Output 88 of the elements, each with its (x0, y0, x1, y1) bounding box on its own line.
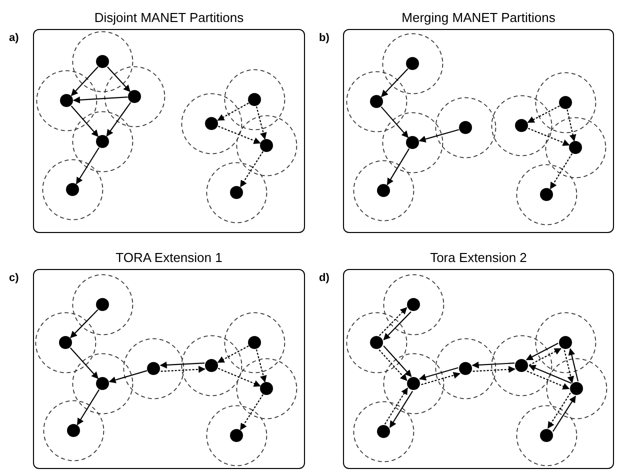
arrow (108, 370, 148, 384)
network-node (459, 121, 472, 134)
network-node (60, 94, 74, 108)
arrow (472, 362, 515, 368)
network-node (260, 382, 274, 396)
network-node (205, 359, 218, 372)
network-node (230, 186, 244, 200)
arrow (383, 346, 412, 378)
panel-letter: b) (319, 32, 330, 44)
arrow (383, 311, 412, 340)
arrow (217, 102, 249, 121)
network-node (96, 135, 110, 148)
arrow (106, 102, 132, 137)
network-node (260, 139, 274, 152)
panel-letter: d) (319, 272, 330, 284)
arrow (76, 147, 100, 184)
network-node (96, 298, 110, 312)
network-node (540, 429, 554, 442)
panel-letter: c) (9, 272, 19, 284)
network-node (569, 141, 582, 154)
arrow (378, 350, 408, 382)
arrow (528, 364, 572, 384)
arrow (70, 348, 98, 380)
network-node (370, 95, 384, 108)
network-node (570, 382, 584, 396)
arrow (547, 392, 571, 429)
arrow (107, 66, 130, 92)
network-node (230, 429, 244, 442)
network-node (377, 184, 390, 198)
network-node (407, 377, 420, 390)
network-node (559, 336, 572, 350)
network-node (59, 336, 72, 350)
network-node (407, 298, 420, 312)
arrow (379, 307, 408, 336)
panel-title: Disjoint MANET Partitions (94, 10, 244, 25)
network-node (540, 188, 554, 202)
arrow (240, 151, 264, 188)
arrow (256, 106, 267, 140)
network-node (248, 336, 262, 350)
arrow (76, 389, 100, 426)
arrow (527, 105, 560, 123)
panel-title: Merging MANET Partitions (402, 10, 556, 25)
arrow (70, 106, 99, 137)
network-node (96, 377, 110, 390)
arrow (566, 109, 576, 142)
arrow (380, 106, 409, 138)
arrow (526, 370, 570, 390)
network-node (96, 55, 110, 68)
arrow (418, 367, 458, 380)
panel-title: TORA Extension 1 (116, 250, 222, 265)
network-node (559, 96, 572, 110)
network-node (205, 117, 218, 130)
arrow (218, 368, 261, 387)
network-node (406, 136, 420, 150)
network-node (515, 359, 528, 372)
network-node (459, 362, 472, 376)
arrow (568, 348, 579, 382)
arrow (218, 126, 261, 144)
arrow (386, 148, 410, 186)
arrow (73, 96, 128, 104)
network-node (147, 362, 160, 376)
network-node (406, 57, 420, 70)
arrow (217, 346, 249, 363)
arrow (529, 348, 562, 366)
arrow (70, 66, 98, 96)
arrow (552, 396, 576, 432)
arrow (528, 128, 570, 146)
network-node (67, 424, 80, 438)
arrow (472, 366, 516, 373)
network-node (370, 336, 384, 350)
arrow (389, 390, 413, 428)
arrow (550, 153, 572, 190)
arrow (421, 372, 460, 386)
panel-title: Tora Extension 2 (430, 250, 527, 265)
arrow (160, 362, 205, 368)
panel-letter: a) (9, 32, 19, 44)
arrow (526, 342, 558, 360)
arrow (384, 387, 408, 424)
network-node (515, 119, 528, 132)
network-node (377, 425, 390, 438)
network-node (248, 93, 262, 106)
arrow (160, 366, 206, 373)
network-node (128, 90, 142, 104)
arrow (240, 394, 264, 430)
network-node (66, 183, 80, 196)
arrow (418, 129, 460, 142)
arrow (256, 349, 267, 383)
arrow (564, 350, 574, 384)
